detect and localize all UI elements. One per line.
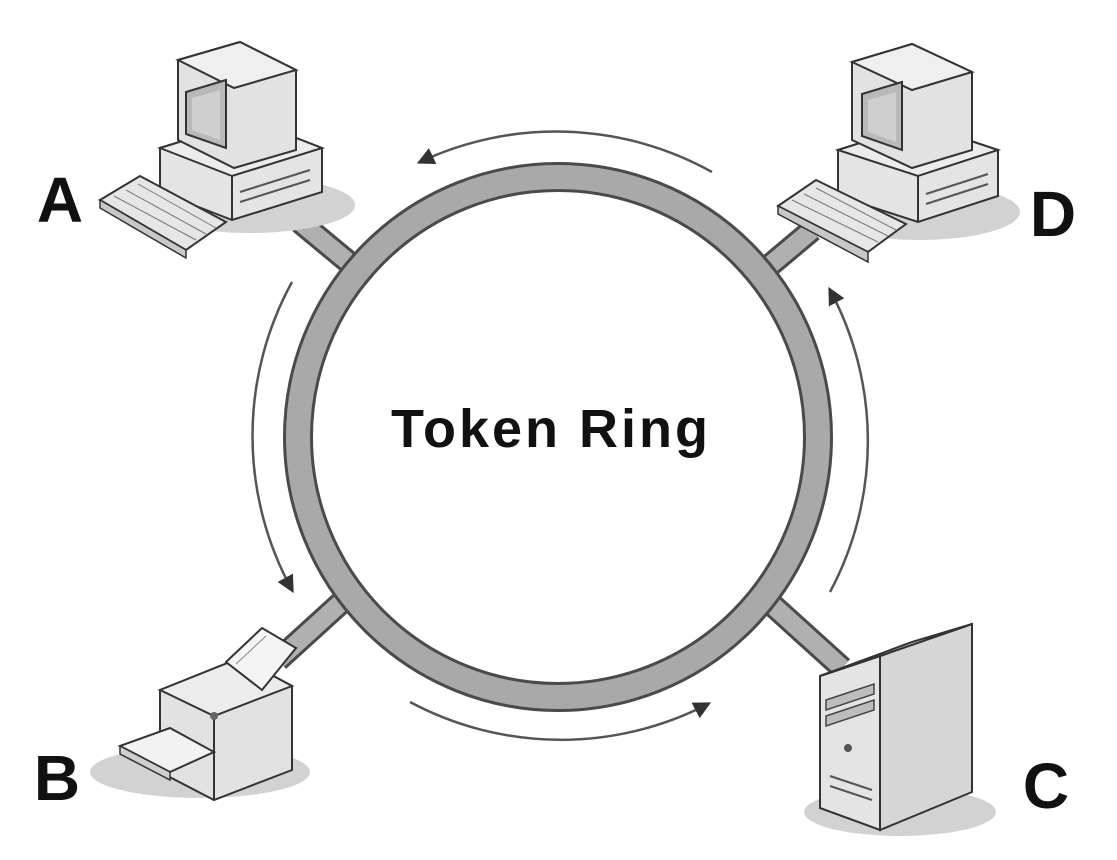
node-d-label: D bbox=[1030, 178, 1076, 250]
flow-arrow-right bbox=[828, 286, 870, 593]
token-ring bbox=[283, 162, 833, 712]
node-c-label: C bbox=[1023, 750, 1069, 822]
desktop-computer-icon bbox=[98, 40, 355, 260]
server-tower-icon bbox=[804, 622, 996, 836]
node-a-label: A bbox=[37, 164, 83, 236]
ring-title: Token Ring bbox=[391, 399, 711, 459]
node-c: C bbox=[804, 622, 1069, 836]
flow-arrow-bottom bbox=[409, 700, 712, 742]
printer-icon bbox=[90, 626, 310, 802]
desktop-computer-icon bbox=[776, 42, 1020, 264]
flow-arrow-top bbox=[416, 130, 713, 174]
token-flow-arrows bbox=[251, 130, 870, 742]
node-d: D bbox=[776, 42, 1076, 264]
node-a: A bbox=[37, 40, 355, 260]
node-b: B bbox=[34, 626, 310, 814]
node-b-label: B bbox=[34, 742, 80, 814]
flow-arrow-left bbox=[251, 281, 294, 594]
